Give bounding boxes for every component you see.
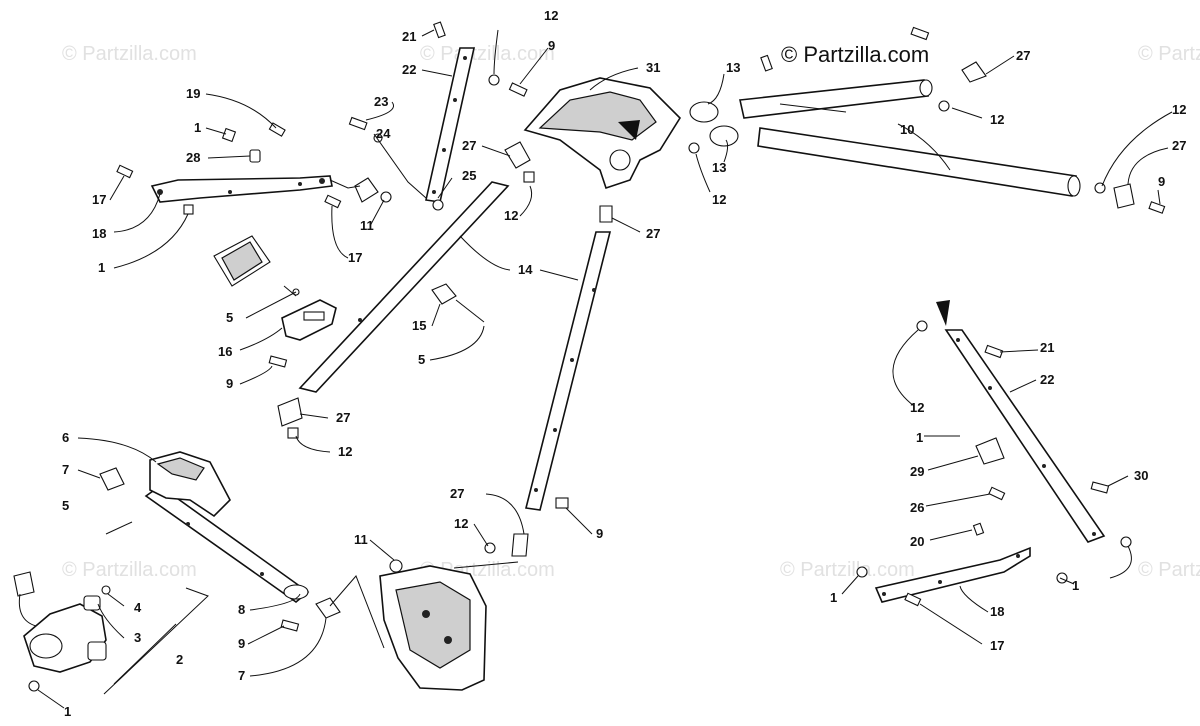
watermark-bottom-mid: © Partzilla.com [780, 559, 915, 581]
leader-lines [37, 29, 1173, 709]
callout-9: 9 [226, 376, 233, 391]
callout-9: 9 [238, 636, 245, 651]
callout-7: 7 [238, 668, 245, 683]
callout-1: 1 [1072, 578, 1079, 593]
callout-27: 27 [336, 410, 350, 425]
callout-1: 1 [916, 430, 923, 445]
watermark-bottom-left: © Partzilla.com [62, 559, 197, 581]
callout-19: 19 [186, 86, 200, 101]
fasteners-23-24 [348, 82, 528, 143]
callout-1: 1 [830, 590, 837, 605]
callout-31: 31 [646, 60, 660, 75]
lower-steering-shaft [99, 451, 341, 632]
callout-22: 22 [1040, 372, 1054, 387]
tie-rods [688, 26, 1166, 214]
callout-12: 12 [338, 444, 352, 459]
sensor-bracket-16 [213, 235, 337, 341]
callout-22: 22 [402, 62, 416, 77]
callout-1: 1 [194, 120, 201, 135]
callout-8: 8 [238, 602, 245, 617]
upper-left-bracket [150, 175, 379, 203]
callout-12: 12 [1172, 102, 1186, 117]
callout-27: 27 [1016, 48, 1030, 63]
callout-12: 12 [454, 516, 468, 531]
callout-13: 13 [726, 60, 740, 75]
steering-column-upper [268, 181, 510, 439]
vertical-bracket-right [916, 300, 1132, 548]
power-steering-motor [13, 571, 111, 692]
callout-27: 27 [1172, 138, 1186, 153]
callout-18: 18 [990, 604, 1004, 619]
upper-column-coupler [504, 141, 535, 183]
callout-29: 29 [910, 464, 924, 479]
callout-27: 27 [462, 138, 476, 153]
callout-labels: 19 1 28 17 18 1 17 11 21 22 12 9 23 24 2… [62, 8, 1186, 719]
callout-1: 1 [64, 704, 71, 719]
callout-6: 6 [62, 430, 69, 445]
callout-11: 11 [360, 218, 374, 233]
callout-21: 21 [1040, 340, 1054, 355]
callout-5: 5 [226, 310, 233, 325]
callout-9: 9 [1158, 174, 1165, 189]
steering-head-housing [523, 77, 682, 190]
callout-12: 12 [990, 112, 1004, 127]
callout-24: 24 [376, 126, 391, 141]
callout-15: 15 [412, 318, 426, 333]
watermarks: © Partzilla.com © Partzilla.com © Partzi… [62, 43, 1200, 581]
callout-16: 16 [218, 344, 232, 359]
vertical-bracket-left [425, 21, 500, 211]
callout-5: 5 [418, 352, 425, 367]
callout-3: 3 [134, 630, 141, 645]
callout-13: 13 [712, 160, 726, 175]
callout-2: 2 [176, 652, 183, 667]
callout-1: 1 [98, 260, 105, 275]
callout-30: 30 [1134, 468, 1148, 483]
partzilla-brand: © Partzilla.com [781, 42, 929, 67]
callout-12: 12 [712, 192, 726, 207]
steering-column-lower [484, 205, 613, 557]
callout-14: 14 [518, 262, 533, 277]
callout-27: 27 [450, 486, 464, 501]
lower-right-bracket [856, 546, 1068, 607]
callout-27: 27 [646, 226, 660, 241]
watermark-top-left: © Partzilla.com [62, 43, 197, 65]
callout-25: 25 [462, 168, 476, 183]
callout-17: 17 [348, 250, 362, 265]
callout-10: 10 [900, 122, 914, 137]
callout-20: 20 [910, 534, 924, 549]
callout-12: 12 [544, 8, 558, 23]
watermark-bottom-right: © Partzilla.com [1138, 559, 1200, 581]
callout-18: 18 [92, 226, 106, 241]
sensor-15 [431, 283, 485, 323]
callout-17: 17 [990, 638, 1004, 653]
callout-23: 23 [374, 94, 388, 109]
callout-4: 4 [134, 600, 142, 615]
engine-block [329, 559, 519, 691]
callout-9: 9 [596, 526, 603, 541]
upper-fasteners [116, 122, 392, 215]
callout-21: 21 [402, 29, 416, 44]
callout-7: 7 [62, 462, 69, 477]
callout-5: 5 [62, 498, 69, 513]
callout-11: 11 [354, 532, 368, 547]
callout-26: 26 [910, 500, 924, 515]
callout-9: 9 [548, 38, 555, 53]
callout-12: 12 [504, 208, 518, 223]
callout-28: 28 [186, 150, 200, 165]
callout-12: 12 [910, 400, 924, 415]
watermark-top-center: © Partzilla.com [420, 43, 555, 65]
callout-17: 17 [92, 192, 106, 207]
watermark-top-right: © Partzilla.com [1138, 43, 1200, 65]
